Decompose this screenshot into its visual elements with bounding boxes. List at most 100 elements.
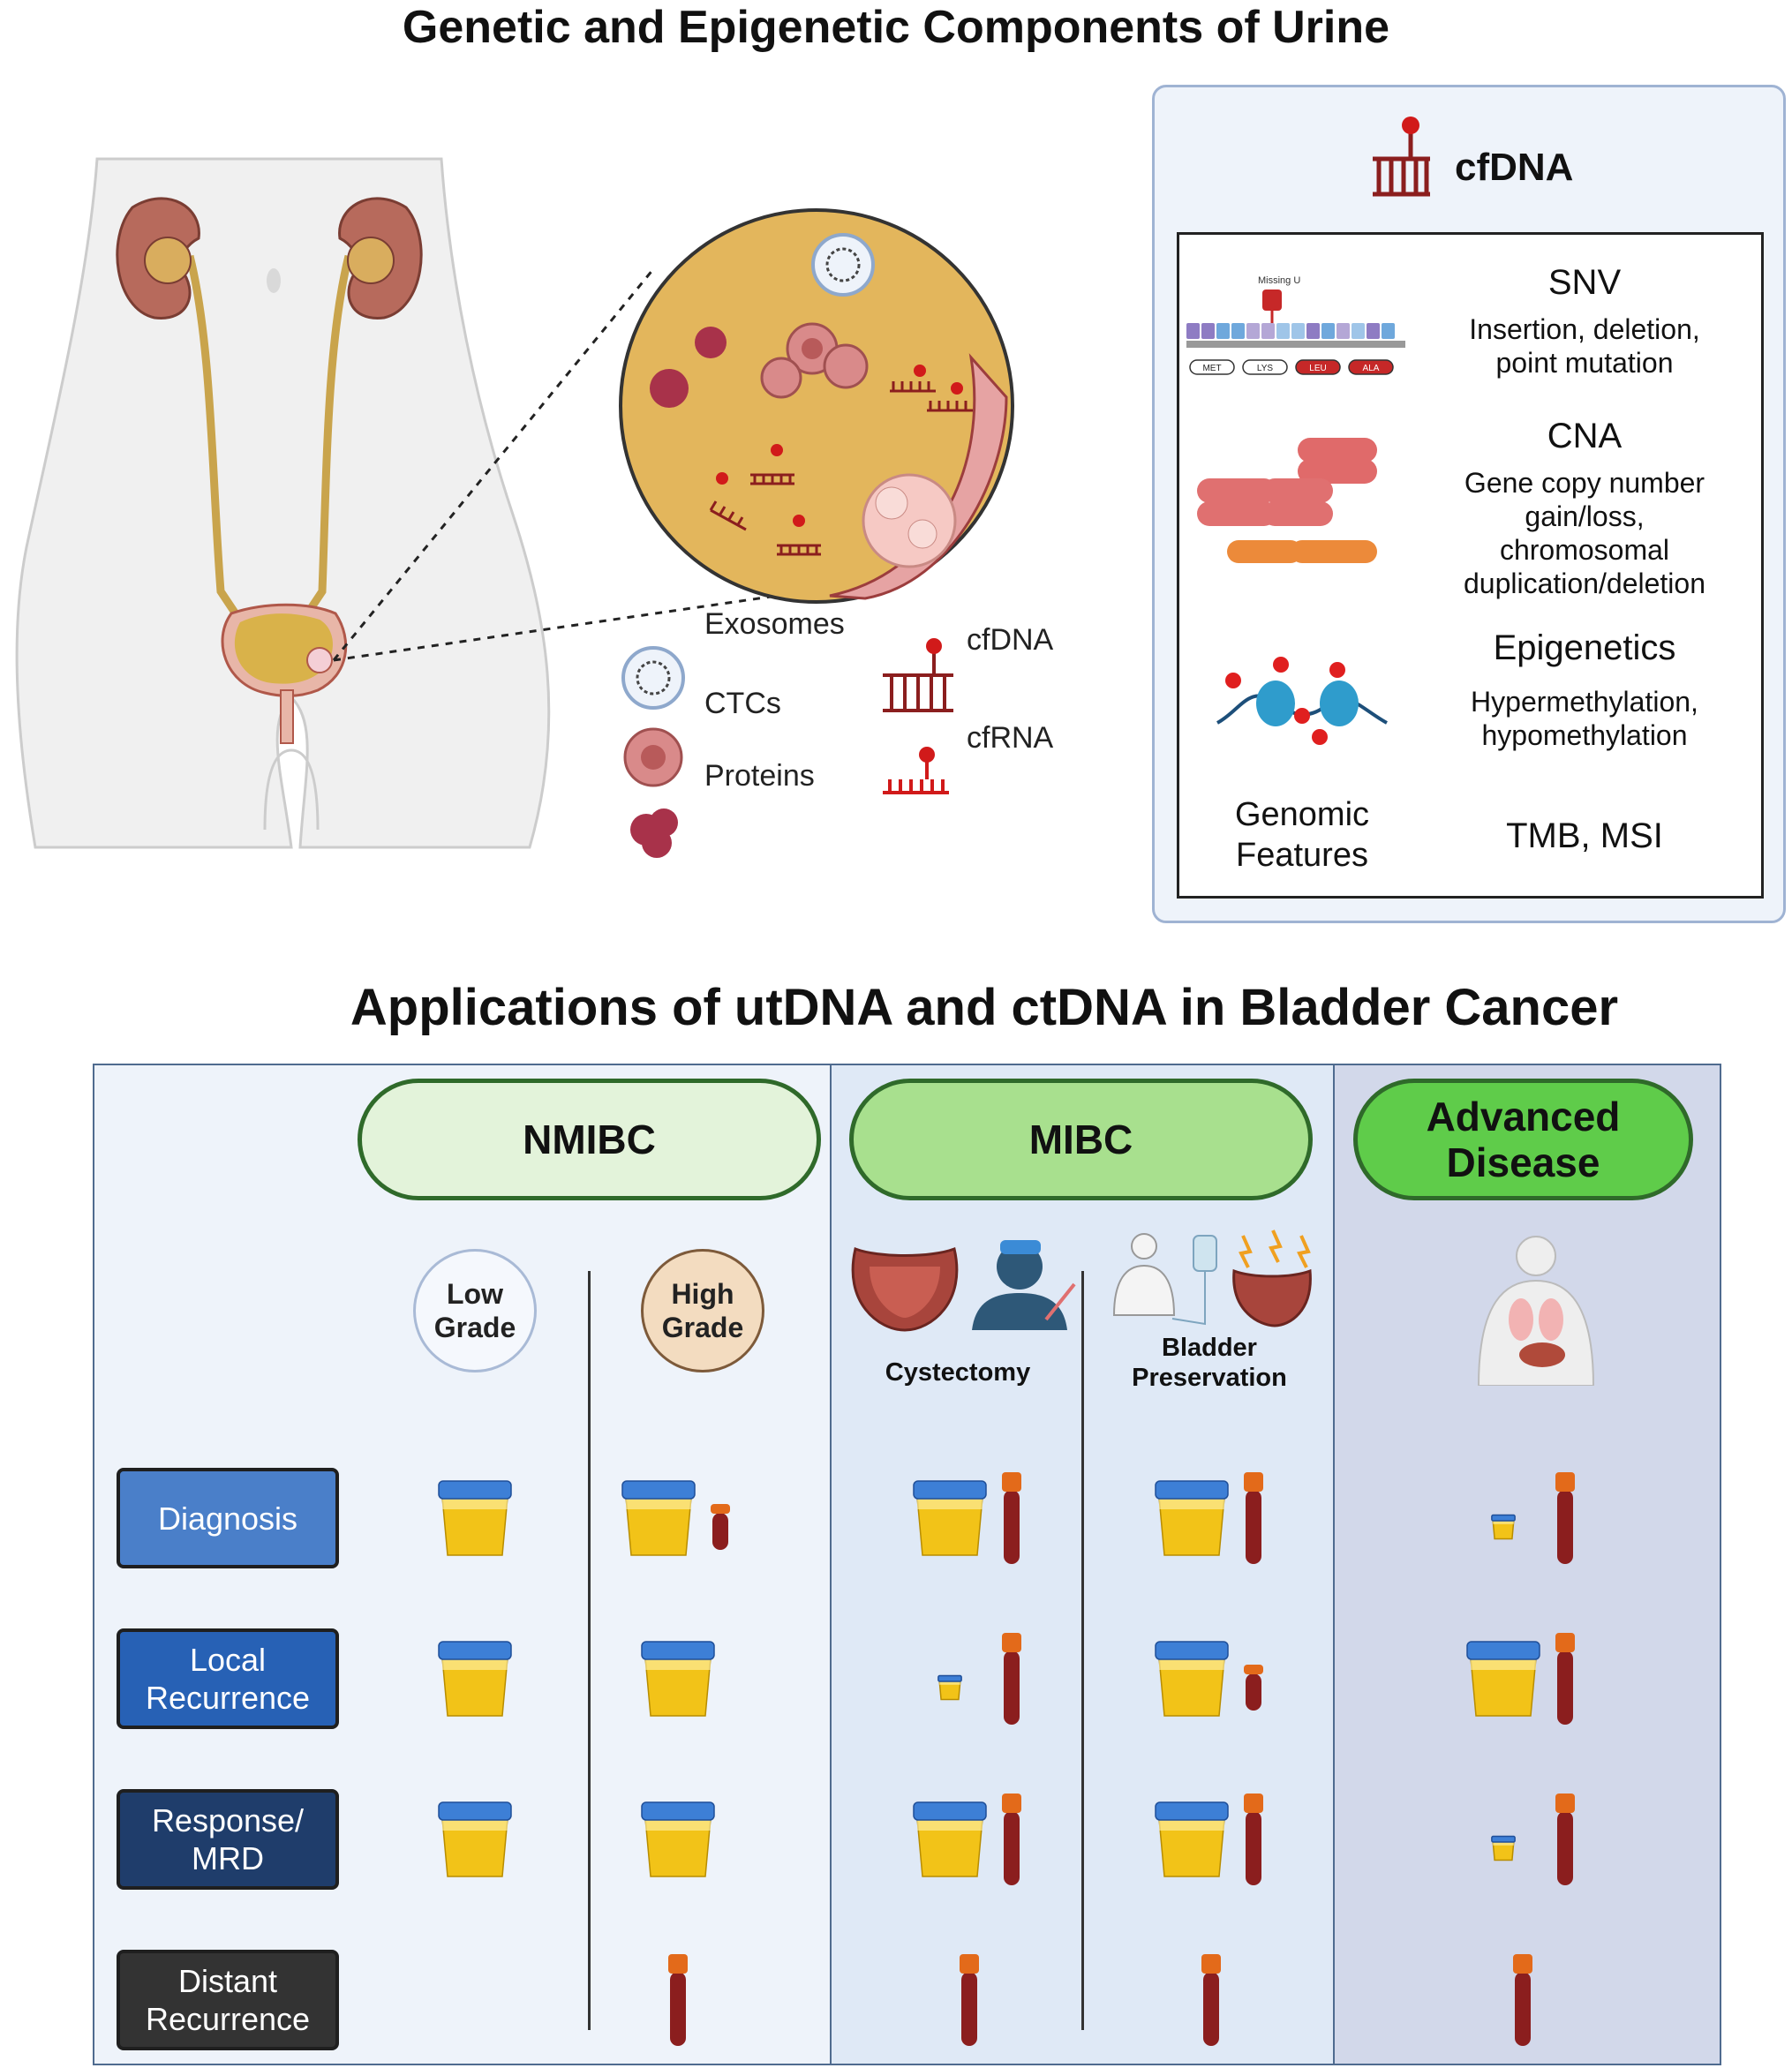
- missing-u-label: Missing U: [1258, 275, 1301, 286]
- left-kidney-icon: [116, 197, 200, 320]
- nucleotide-box: [1382, 323, 1395, 339]
- blood-tube-icon: [1555, 1794, 1575, 1885]
- urine-cup-icon: [438, 1480, 512, 1556]
- blood-tube-icon: [711, 1504, 730, 1550]
- snv-title: SNV: [1547, 263, 1622, 302]
- codon-label: LYS: [1257, 364, 1273, 373]
- nmibc-stage-pill: NMIBC: [358, 1079, 821, 1200]
- urine-cup-icon: [438, 1641, 512, 1717]
- urine-zoom-circle: [619, 208, 1014, 604]
- blood-tube-icon: [1201, 1954, 1221, 2046]
- urine-cup-icon: [1155, 1641, 1229, 1717]
- blood-tube-icon: [1555, 1633, 1575, 1725]
- epigenetics-title: Epigenetics: [1493, 628, 1676, 667]
- blood-tube-icon: [1002, 1472, 1021, 1564]
- cna-description: Gene copy number gain/loss, chromosomal …: [1464, 467, 1705, 599]
- urinary-tract-illustration: [15, 157, 1014, 858]
- exosome-legend-icon: [621, 646, 685, 710]
- cfrna-legend-icon: [883, 747, 949, 794]
- codon-pill: ALA: [1348, 359, 1394, 375]
- legend-ctcs: CTCs: [704, 687, 781, 720]
- nucleotide-box: [1201, 323, 1215, 339]
- blood-tube-icon: [1002, 1633, 1021, 1725]
- urine-cup-icon: [913, 1801, 987, 1877]
- cystectomy-label: Cystectomy: [885, 1358, 1031, 1387]
- nucleotide-box: [1306, 323, 1320, 339]
- urine-cup-icon: [641, 1641, 715, 1717]
- urine-cup-icon: [1155, 1801, 1229, 1877]
- nucleotide-box: [1336, 323, 1350, 339]
- urine-cup-icon: [438, 1801, 512, 1877]
- codon-label: LEU: [1309, 364, 1326, 373]
- nucleotide-box: [1367, 323, 1380, 339]
- grade-divider: [588, 1271, 591, 2030]
- nucleotide-box: [1291, 323, 1305, 339]
- nucleotide-box: [1352, 323, 1365, 339]
- urine-cup-icon: [641, 1801, 715, 1877]
- urine-cup-icon: [1155, 1480, 1229, 1556]
- row-label-diagnosis: Diagnosis: [117, 1468, 339, 1568]
- section-title: Applications of utDNA and ctDNA in Bladd…: [350, 979, 1619, 1036]
- legend-exosomes: Exosomes: [704, 607, 845, 641]
- surgeon-icon: [972, 1240, 1076, 1330]
- codon-pill: LEU: [1295, 359, 1341, 375]
- codon-label: MET: [1202, 364, 1221, 373]
- snv-description: Insertion, deletion, point mutation: [1469, 313, 1700, 379]
- nucleotide-box: [1231, 323, 1245, 339]
- nucleosome-methylation-graphic: [1216, 657, 1388, 745]
- blood-tube-icon: [668, 1954, 688, 2046]
- blood-tube-icon: [1244, 1665, 1263, 1711]
- blood-tube-icon: [1555, 1472, 1575, 1564]
- nucleotide-box: [1261, 323, 1275, 339]
- right-kidney-icon: [338, 197, 423, 320]
- blood-tube-icon: [1244, 1472, 1263, 1564]
- blood-tube-icon: [960, 1954, 979, 2046]
- legend-proteins: Proteins: [704, 759, 815, 793]
- nucleotide-box: [1321, 323, 1335, 339]
- ctc-legend-icon: [623, 727, 683, 787]
- genomic-features-label: Genomic Features: [1234, 796, 1370, 874]
- legend-cfdna: cfDNA: [967, 623, 1054, 657]
- advanced-column-bg: [1333, 1064, 1721, 2065]
- bladder-preservation-icons: [1112, 1230, 1312, 1327]
- tmb-msi-label: TMB, MSI: [1506, 816, 1663, 855]
- iv-bag-icon: [1171, 1235, 1217, 1326]
- nucleotide-box: [1186, 323, 1200, 339]
- protein-legend-icon: [630, 808, 678, 858]
- cystectomy-icons: [851, 1240, 1076, 1332]
- page-title: Genetic and Epigenetic Components of Uri…: [402, 2, 1390, 53]
- cna-title: CNA: [1547, 417, 1623, 455]
- urine-cup-icon: [621, 1480, 696, 1556]
- patient-icon: [1112, 1233, 1176, 1316]
- chromosome-graphic: [1197, 438, 1377, 563]
- blood-tube-icon: [1513, 1954, 1532, 2046]
- codon-pill: LYS: [1242, 359, 1288, 375]
- epigenetics-description: Hypermethylation, hypomethylation: [1471, 686, 1698, 751]
- codon-pill: MET: [1189, 359, 1235, 375]
- snv-sequence-graphic: MET LYS LEU ALA: [1186, 290, 1405, 375]
- nucleotide-box: [1216, 323, 1230, 339]
- row-label-response-mrd: Response/MRD: [117, 1789, 339, 1890]
- mibc-stage-pill: MIBC: [849, 1079, 1313, 1200]
- codon-label: ALA: [1363, 364, 1380, 373]
- urine-cup-icon: [1491, 1514, 1516, 1540]
- bladder-preservation-label: Bladder Preservation: [1132, 1334, 1287, 1392]
- bladder-icon: [221, 603, 348, 744]
- urine-cup-icon: [1491, 1835, 1516, 1861]
- bladder-organ-icon: [851, 1246, 959, 1332]
- legend-cfrna: cfRNA: [967, 721, 1054, 755]
- metastatic-organs-icon: [1477, 1236, 1595, 1386]
- radiated-bladder-icon: [1232, 1230, 1312, 1327]
- urine-cup-icon: [937, 1674, 962, 1701]
- urine-cup-icon: [913, 1480, 987, 1556]
- treatment-divider: [1081, 1271, 1084, 2030]
- blood-tube-icon: [1002, 1794, 1021, 1885]
- cfdna-heading: cfDNA: [1455, 146, 1574, 189]
- blood-tube-icon: [1244, 1794, 1263, 1885]
